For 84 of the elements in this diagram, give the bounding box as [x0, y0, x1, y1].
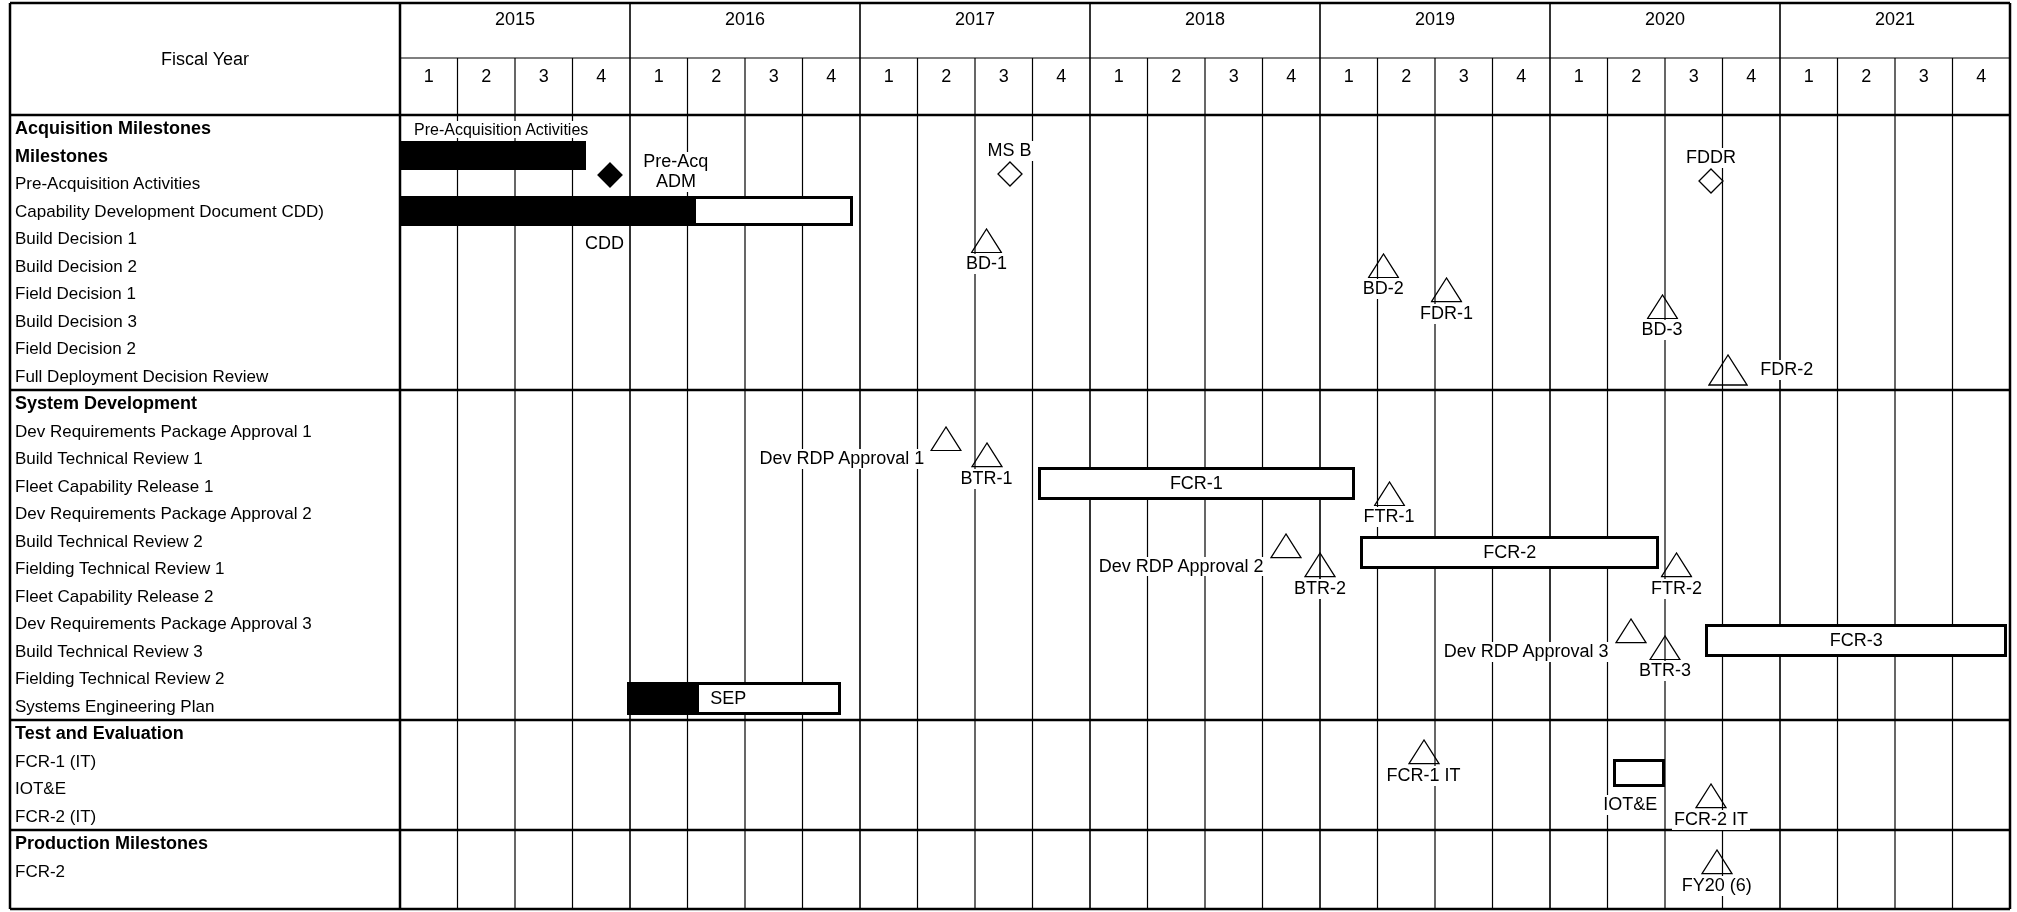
- row-label: Dev Requirements Package Approval 3: [15, 613, 312, 635]
- row-label: Fleet Capability Release 2: [15, 585, 214, 608]
- quarter-header: 3: [1687, 64, 1700, 88]
- quarter-header: 4: [1515, 64, 1528, 88]
- row-label: Dev Requirements Package Approval 1: [15, 420, 312, 443]
- quarter-header: 1: [882, 64, 895, 88]
- row-label: IOT&E: [15, 778, 66, 800]
- quarter-header: 4: [1745, 64, 1758, 88]
- milestone-label: Dev RDP Approval 1: [757, 449, 927, 470]
- quarter-header: 4: [1285, 64, 1298, 88]
- year-header: 2020: [1643, 8, 1686, 31]
- row-label: Full Deployment Decision Review: [15, 365, 269, 388]
- quarter-header: 2: [480, 64, 493, 88]
- row-label: FCR-1 (IT): [15, 750, 97, 773]
- milestone-label: BTR-1: [958, 468, 1015, 489]
- milestone-label: FTR-1: [1361, 507, 1417, 528]
- quarter-header: 2: [1400, 64, 1413, 88]
- quarter-header: 3: [1457, 64, 1470, 88]
- milestone-label: BTR-3: [1637, 661, 1693, 682]
- header-cell-text: Fiscal Year: [159, 47, 251, 71]
- quarter-header: 2: [710, 64, 723, 88]
- row-label: Fielding Technical Review 2: [15, 668, 225, 690]
- row-label: Fleet Capability Release 1: [15, 475, 214, 498]
- row-label: Dev Requirements Package Approval 2: [15, 503, 312, 525]
- year-header: 2018: [1183, 8, 1226, 31]
- milestone-label: BD-3: [1639, 320, 1685, 341]
- quarter-header: 3: [537, 64, 550, 88]
- row-label: Build Technical Review 2: [15, 530, 203, 553]
- quarter-header: 2: [1630, 64, 1643, 88]
- task-bar: FCR-3: [1705, 623, 2008, 657]
- milestone-label: FDR-1: [1418, 303, 1475, 324]
- section-heading: Acquisition Milestones: [15, 117, 212, 140]
- task-bar: FCR-2: [1360, 535, 1660, 569]
- quarter-header: 3: [767, 64, 780, 88]
- row-label: FCR-2 (IT): [15, 805, 97, 828]
- year-header: 2021: [1873, 8, 1916, 31]
- quarter-header: 4: [825, 64, 838, 88]
- quarter-header: 1: [652, 64, 665, 88]
- quarter-header: 2: [940, 64, 953, 88]
- quarter-header: 3: [997, 64, 1010, 88]
- quarter-header: 4: [1975, 64, 1988, 88]
- task-bar: SEP: [627, 681, 841, 715]
- row-label: Build Technical Review 3: [15, 640, 203, 663]
- milestone-label: FCR-2 IT: [1672, 809, 1750, 830]
- quarter-header: 4: [1055, 64, 1068, 88]
- row-label: Capability Development Document CDD): [15, 200, 324, 223]
- quarter-header: 2: [1860, 64, 1873, 88]
- row-label: Build Decision 1: [15, 228, 137, 250]
- row-label: Field Decision 2: [15, 338, 136, 360]
- bar-label: IOT&E: [1601, 795, 1660, 816]
- quarter-header: 3: [1227, 64, 1240, 88]
- bar-label: Pre-Acquisition Activities: [412, 120, 591, 139]
- milestone-label: MS B: [985, 141, 1034, 161]
- quarter-header: 1: [1572, 64, 1585, 88]
- quarter-header: 4: [595, 64, 608, 88]
- section-heading: Production Milestones: [15, 832, 209, 855]
- quarter-header: 1: [1802, 64, 1815, 88]
- row-label: Build Decision 3: [15, 310, 137, 333]
- row-label: Systems Engineering Plan: [15, 695, 215, 718]
- quarter-header: 1: [1112, 64, 1125, 88]
- year-header: 2019: [1413, 8, 1456, 31]
- milestone-label: FTR-2: [1649, 578, 1704, 599]
- year-header: 2015: [493, 8, 536, 31]
- row-label: Build Technical Review 1: [15, 448, 203, 470]
- task-bar: FCR-1: [1038, 467, 1355, 500]
- section-heading: Milestones: [15, 144, 109, 168]
- milestone-label: FCR-1 IT: [1384, 765, 1463, 786]
- row-label: Fielding Technical Review 1: [15, 558, 225, 580]
- quarter-header: 3: [1917, 64, 1930, 88]
- section-heading: Test and Evaluation: [15, 722, 184, 745]
- row-label: FCR-2: [15, 860, 66, 883]
- quarter-header: 1: [422, 64, 435, 88]
- section-heading: System Development: [15, 392, 198, 415]
- row-label: Build Decision 2: [15, 255, 137, 278]
- milestone-label: BTR-2: [1292, 578, 1348, 599]
- row-label: Pre-Acquisition Activities: [15, 173, 201, 195]
- row-label: Field Decision 1: [15, 283, 136, 305]
- year-header: 2017: [953, 8, 996, 31]
- milestone-label: FDR-2: [1758, 360, 1816, 381]
- quarter-header: 2: [1170, 64, 1183, 88]
- milestone-label: BD-1: [964, 254, 1009, 275]
- milestone-label: FDDR: [1684, 148, 1738, 168]
- quarter-header: 1: [1342, 64, 1355, 88]
- year-header: 2016: [723, 8, 766, 31]
